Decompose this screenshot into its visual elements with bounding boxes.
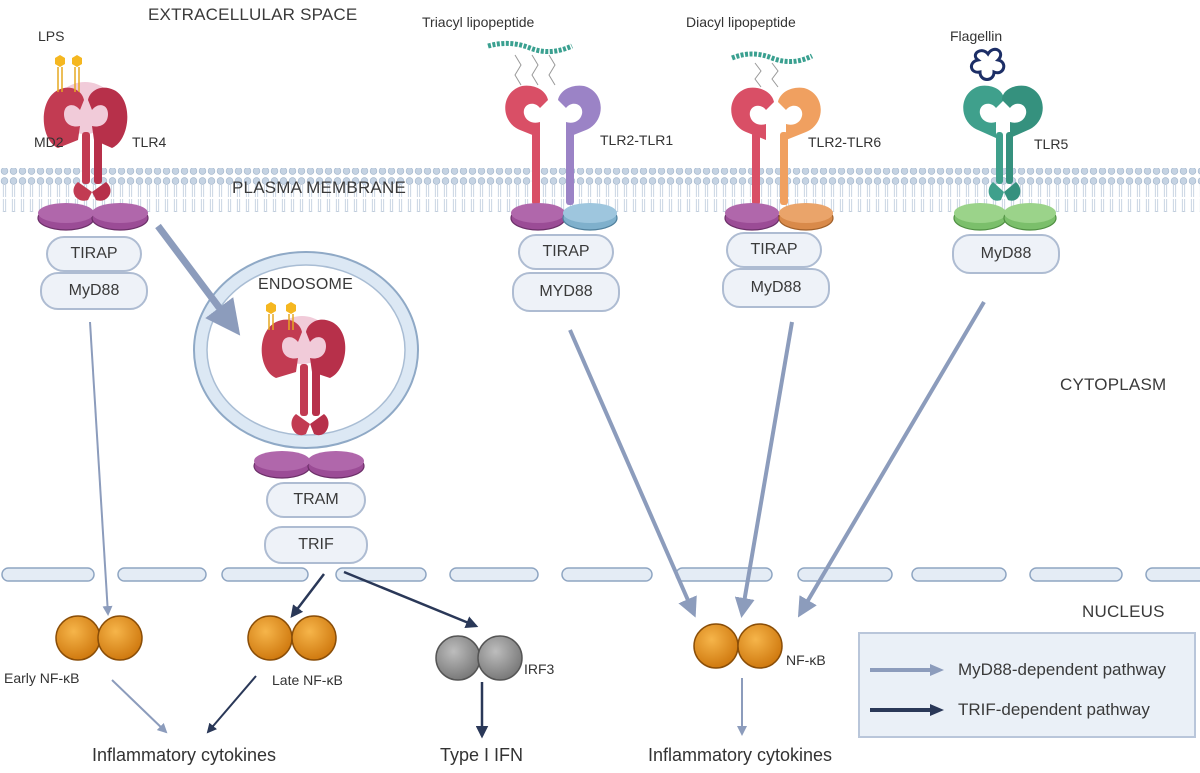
internalization-arrow (155, 223, 241, 336)
endosome-tir-domains (253, 451, 365, 479)
cytoplasm-label: CYTOPLASM (1060, 375, 1167, 394)
lps-molecule (55, 55, 82, 92)
tlr5-label: TLR5 (1034, 136, 1069, 152)
trif-late-nfkb-arrow (290, 573, 325, 618)
irf3-dimer (435, 635, 523, 681)
md2-label: MD2 (34, 134, 64, 150)
tlr2-tlr1-complex (487, 40, 601, 205)
tlr4-tir-domains (37, 203, 149, 231)
trif-arrow-icon (870, 704, 944, 716)
flagellin-label: Flagellin (950, 28, 1003, 44)
early-nfkb-dimer (55, 615, 143, 661)
tlr4-myd88-box: MyD88 (40, 272, 148, 310)
plasma-membrane-label: PLASMA MEMBRANE (232, 178, 406, 197)
trif-irf3-arrow (343, 570, 479, 628)
nuclear-envelope (1, 567, 1200, 582)
early-nfkb-label: Early NF-κB (4, 670, 80, 686)
tlr26-tirap-box: TIRAP (726, 232, 822, 268)
tlr21-myd88-arrow (568, 329, 697, 618)
tlr4-md2-complex (43, 55, 128, 201)
tlr2-tlr1-tir-domains (510, 203, 618, 231)
tlr4-myd88-arrow (89, 321, 113, 616)
tlr5-complex (963, 47, 1043, 201)
tlr5-myd88-arrow (797, 300, 986, 618)
endosome-label: ENDOSOME (258, 276, 353, 293)
tlr5-tir-domains (953, 203, 1057, 231)
type1-ifn-label: Type I IFN (440, 745, 524, 765)
tlr26-myd88-box: MyD88 (722, 268, 830, 308)
diacyl-lipopeptide-label: Diacyl lipopeptide (686, 14, 796, 30)
nucleus-label: NUCLEUS (1082, 602, 1165, 621)
nfkb-dimer (693, 623, 783, 669)
myd88-arrow-icon (870, 664, 944, 676)
tlr4-endosome-complex (261, 302, 346, 436)
tlr2-tlr6-tir-domains (724, 203, 834, 231)
early-nfkb-cytokines-arrow (111, 679, 168, 734)
legend: MyD88-dependent pathway TRIF-dependent p… (858, 632, 1196, 738)
cytokines-right-label: Inflammatory cytokines (648, 745, 833, 765)
tlr2-tlr1-label: TLR2-TLR1 (600, 132, 674, 148)
tlr21-tirap-box: TIRAP (518, 234, 614, 270)
legend-myd88-label: MyD88-dependent pathway (958, 660, 1166, 679)
nfkb-label: NF-κB (786, 652, 826, 668)
tlr5-myd88-box: MyD88 (952, 234, 1060, 274)
legend-item-trif: TRIF-dependent pathway (868, 698, 1150, 722)
irf3-label: IRF3 (524, 661, 555, 677)
legend-trif-label: TRIF-dependent pathway (958, 700, 1150, 719)
tram-box: TRAM (266, 482, 366, 518)
tlr4-tirap-box: TIRAP (46, 236, 142, 272)
tlr2-tlr6-complex (731, 51, 821, 205)
trif-box: TRIF (264, 526, 368, 564)
tlr21-myd88-box: MYD88 (512, 272, 620, 312)
cytokines-left-label: Inflammatory cytokines (92, 745, 277, 765)
tlr26-myd88-arrow (734, 321, 794, 618)
late-nfkb-dimer (247, 615, 337, 661)
triacyl-lipopeptide-label: Triacyl lipopeptide (422, 14, 535, 30)
tlr2-tlr6-label: TLR2-TLR6 (808, 134, 882, 150)
legend-item-myd88: MyD88-dependent pathway (868, 658, 1166, 682)
tlr4-label: TLR4 (132, 134, 167, 150)
late-nfkb-label: Late NF-κB (272, 672, 343, 688)
lps-label: LPS (38, 28, 65, 44)
extracellular-space-label: EXTRACELLULAR SPACE (148, 5, 358, 24)
late-nfkb-cytokines-arrow (206, 675, 257, 734)
